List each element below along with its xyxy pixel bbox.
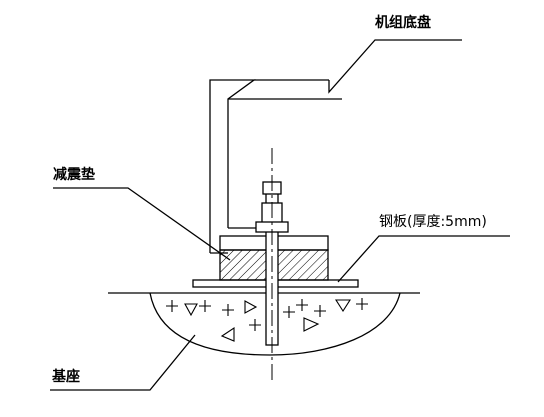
label-unit-base-plate: 机组底盘 — [375, 15, 431, 31]
leader-damping-pad — [53, 187, 231, 261]
label-damping-pad: 减震垫 — [53, 167, 95, 183]
foundation-arc — [149, 292, 401, 356]
aggregate-symbols — [166, 298, 368, 342]
leader-unit-base-plate — [328, 39, 462, 94]
leader-foundation — [50, 334, 196, 391]
label-foundation: 基座 — [52, 369, 80, 385]
label-steel-plate: 钢板(厚度:5mm) — [379, 214, 487, 230]
unit-base-plate-bracket — [209, 79, 342, 254]
leader-steel-plate — [337, 235, 510, 283]
